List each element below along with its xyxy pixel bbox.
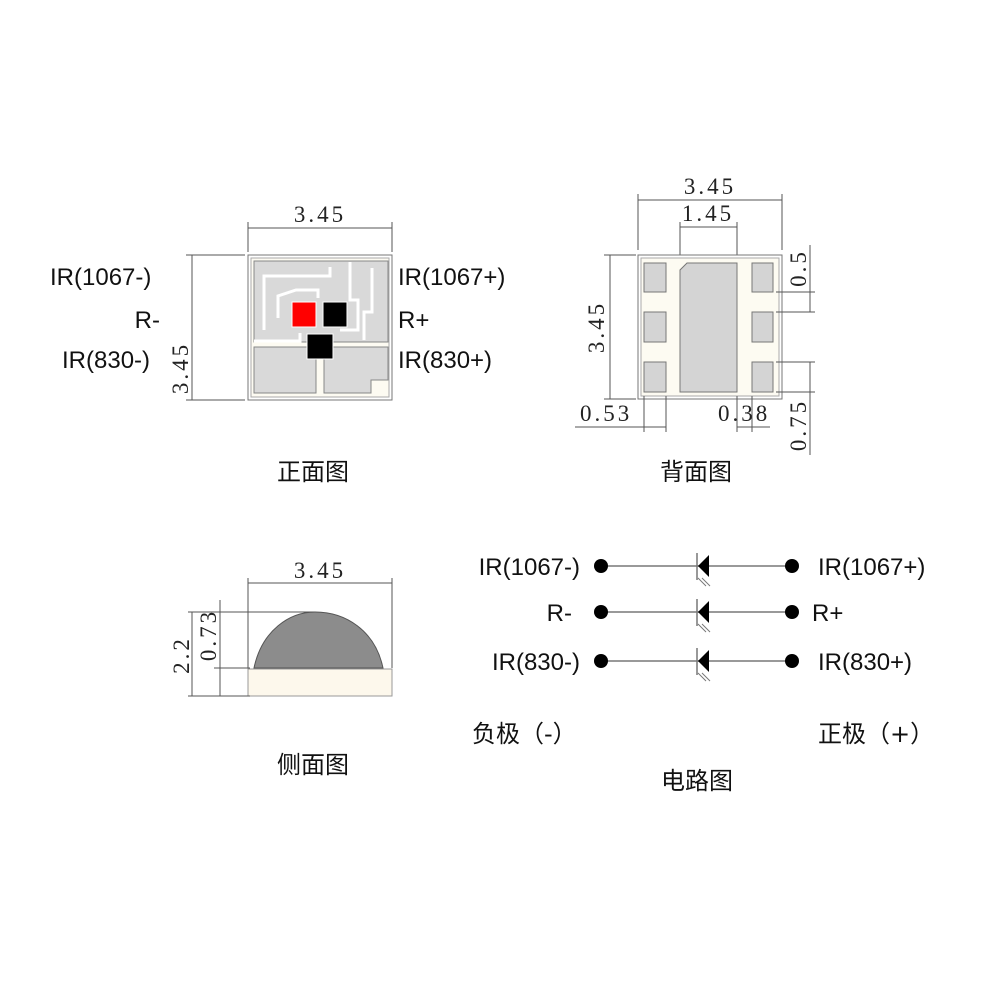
circuit-row-ir830: IR(830-) IR(830+) bbox=[492, 648, 912, 682]
front-label-r-pos: R+ bbox=[398, 307, 429, 334]
side-view-caption: 侧面图 bbox=[277, 751, 349, 779]
side-width-dim: 3.45 bbox=[294, 558, 346, 583]
front-view-caption: 正面图 bbox=[277, 458, 349, 486]
front-height-dim: 3.45 bbox=[168, 342, 193, 394]
circuit-label-ir1067-neg: IR(1067-) bbox=[479, 554, 580, 581]
circuit-caption: 电路图 bbox=[661, 767, 733, 795]
negative-terminal-label: 负极（-） bbox=[472, 720, 577, 748]
ir830-chip bbox=[306, 333, 334, 360]
back-gap-dim: 0.38 bbox=[718, 401, 770, 426]
circuit-diagram: IR(1067-) IR(1067+) R- R+ IR(830-) IR(83… bbox=[472, 553, 934, 795]
diode-icon bbox=[698, 650, 709, 672]
front-label-ir830-pos: IR(830+) bbox=[398, 347, 492, 374]
side-view: 3.45 2.2 0.73 侧面图 bbox=[169, 558, 393, 779]
back-pad-pitch-dim: 0.75 bbox=[786, 399, 811, 451]
back-view-caption: 背面图 bbox=[660, 458, 732, 486]
back-height-dim: 3.45 bbox=[584, 301, 609, 353]
back-center-pad-dim: 1.45 bbox=[682, 201, 734, 226]
circuit-label-r-pos: R+ bbox=[812, 600, 843, 627]
bottom-left-pad bbox=[253, 346, 317, 394]
front-label-ir830-neg: IR(830-) bbox=[62, 347, 150, 374]
lens-dome bbox=[253, 611, 384, 669]
back-width-dim: 3.45 bbox=[684, 174, 736, 199]
back-pad-width-dim: 0.53 bbox=[580, 401, 632, 426]
front-label-ir1067-pos: IR(1067+) bbox=[398, 264, 505, 291]
diode-icon bbox=[698, 601, 709, 623]
front-label-r-neg: R- bbox=[135, 307, 160, 334]
side-total-height-dim: 2.2 bbox=[169, 636, 194, 674]
back-pad-height-dim: 0.5 bbox=[786, 249, 811, 287]
center-thermal-pad bbox=[679, 262, 738, 393]
top-pad bbox=[253, 260, 389, 343]
front-width-dim: 3.45 bbox=[294, 202, 346, 227]
back-pads bbox=[643, 262, 774, 393]
front-label-ir1067-neg: IR(1067-) bbox=[50, 264, 151, 291]
front-view: 3.45 3.45 IR(1067-) R- IR(830-) IR(1067+… bbox=[50, 202, 505, 486]
positive-terminal-label: 正极（+） bbox=[818, 720, 934, 748]
side-base bbox=[247, 668, 393, 697]
side-base-height-dim: 0.73 bbox=[196, 609, 221, 661]
circuit-label-ir830-pos: IR(830+) bbox=[818, 649, 912, 676]
back-view: 3.45 1.45 3.45 0.5 0.75 0.53 0.38 背面图 bbox=[575, 174, 815, 486]
red-chip bbox=[291, 301, 317, 328]
circuit-label-ir1067-pos: IR(1067+) bbox=[818, 554, 925, 581]
circuit-label-ir830-neg: IR(830-) bbox=[492, 649, 580, 676]
diode-icon bbox=[698, 555, 709, 577]
bottom-right-pad bbox=[323, 346, 389, 394]
ir1067-chip bbox=[322, 301, 348, 328]
circuit-row-red: R- R+ bbox=[547, 599, 843, 633]
circuit-row-ir1067: IR(1067-) IR(1067+) bbox=[479, 553, 925, 587]
circuit-label-r-neg: R- bbox=[547, 600, 572, 627]
